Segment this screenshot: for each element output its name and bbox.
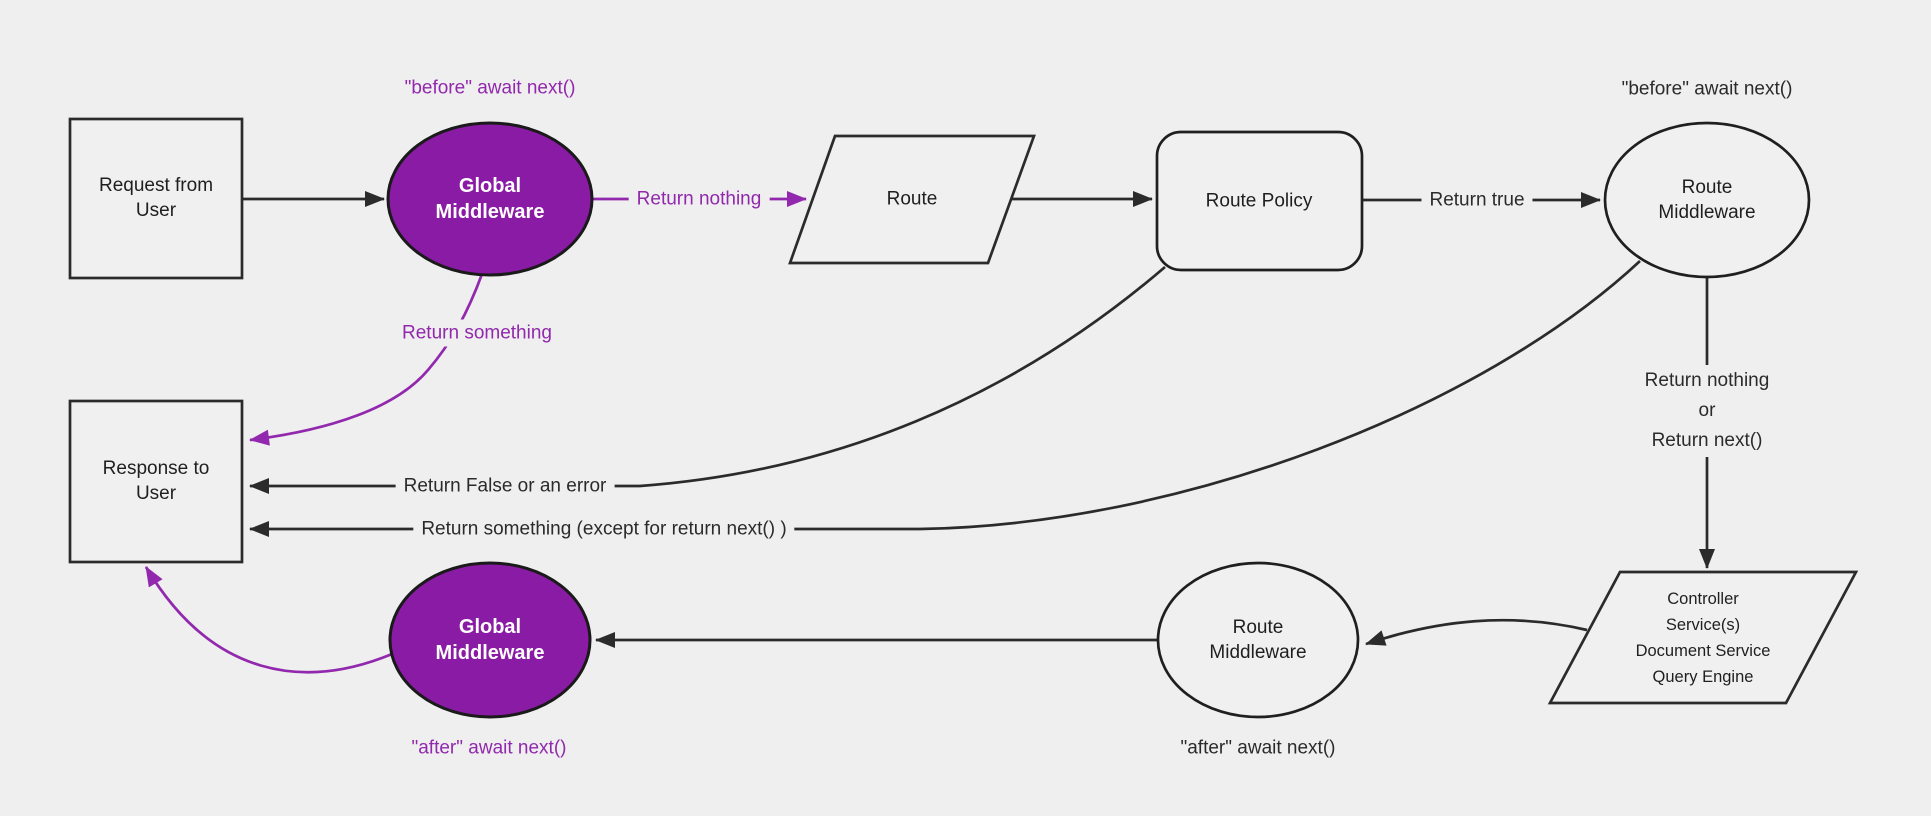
edge-global-bottom-to-response: [144, 566, 393, 674]
route-node: [788, 134, 1036, 265]
edge-routemiddleware-return-something-except: [249, 260, 1641, 537]
edge-global-top-return-something: [249, 273, 484, 446]
global-middleware-bottom-node: [388, 561, 592, 719]
global-middleware-top-node: [386, 121, 594, 277]
response-node: [68, 399, 244, 564]
route-middleware-bottom-node: [1156, 561, 1360, 719]
edge-policy-return-false: [249, 265, 1166, 494]
request-node: [68, 117, 244, 280]
controller-node: [1547, 570, 1859, 705]
route-middleware-top-node: [1603, 121, 1811, 279]
route-policy-node: [1155, 130, 1364, 272]
edge-controller-to-routemiddleware-bottom: [1365, 618, 1588, 646]
